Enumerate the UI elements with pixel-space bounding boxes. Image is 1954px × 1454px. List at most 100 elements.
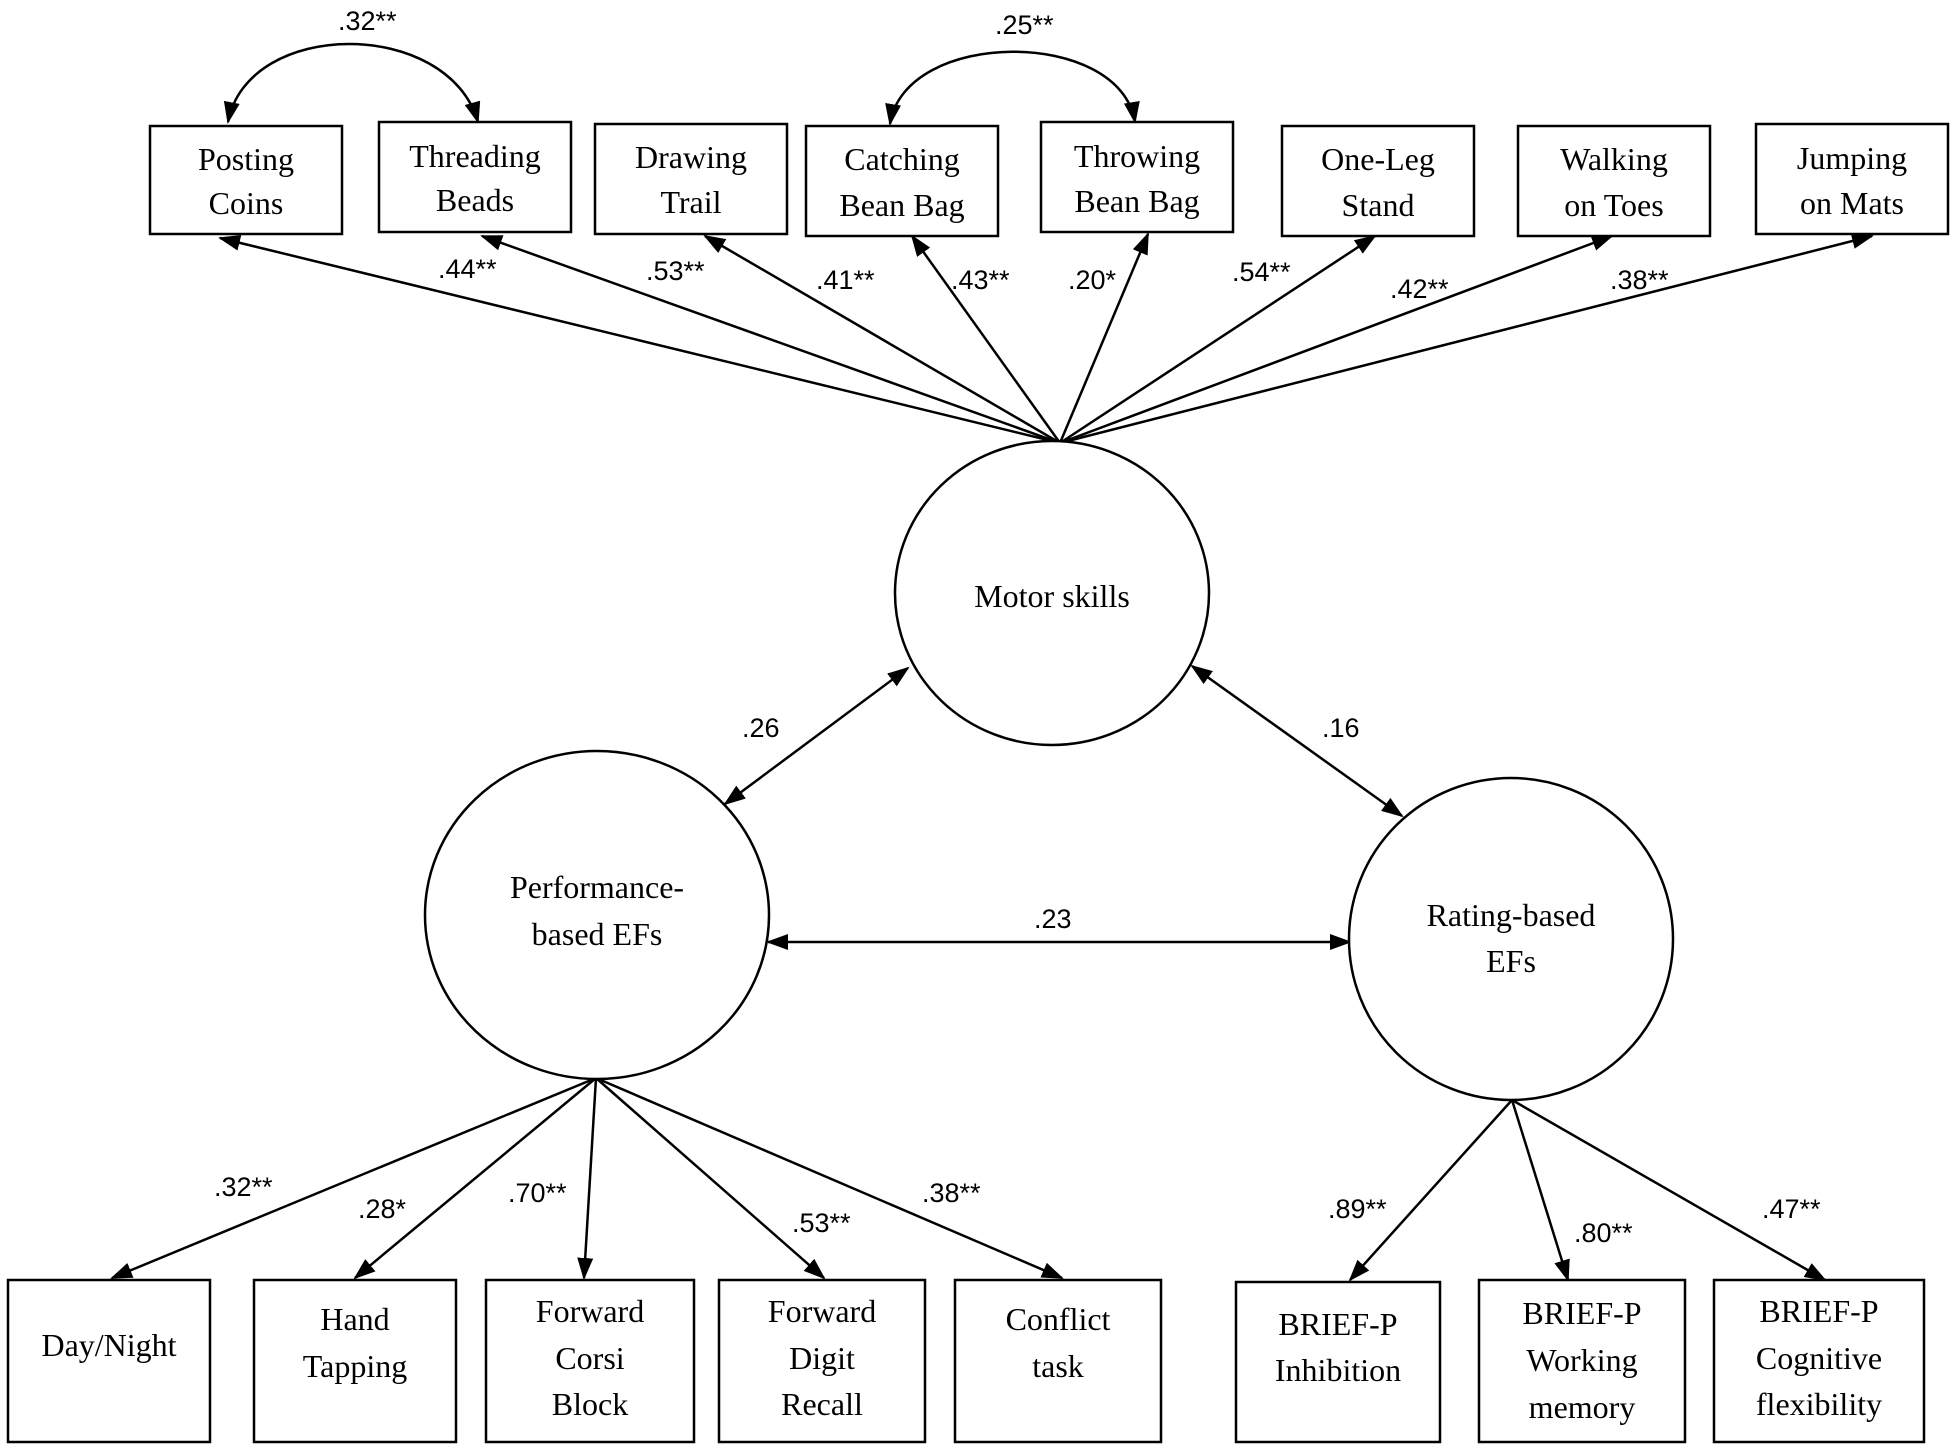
latent-label-line: EFs [1486,943,1536,979]
covariance-label-posting-threading: .32** [338,6,397,36]
loading-arrow-forward-digit-recall [595,1077,826,1280]
indicator-label-line: Beads [436,182,514,218]
loading-arrow-throwing-bean-bag [1058,232,1150,444]
loading-arrow-posting-coins [218,234,1061,445]
indicator-label-line: Digit [789,1340,855,1376]
loading-arrow-forward-corsi-block [577,1077,598,1280]
correlation-label-motor-rating: .16 [1322,713,1360,743]
indicator-label-line: Trail [660,184,721,220]
indicator-label-line: Drawing [635,139,747,175]
indicator-label-line: Cognitive [1756,1340,1882,1376]
indicator-label-line: Corsi [555,1340,624,1376]
loading-label-brief-working-memory: .80** [1574,1218,1633,1248]
indicator-label-line: on Toes [1564,187,1663,223]
indicator-label-line: Threading [409,138,541,174]
loading-arrow-jumping-on-mats [1059,233,1874,445]
correlation-label-motor-perf: .26 [742,713,780,743]
loading-arrow-brief-cognitive-flexibility [1511,1098,1827,1282]
loading-label-forward-digit-recall: .53** [792,1208,851,1238]
indicator-label-line: Recall [781,1386,863,1422]
covariance-arc-posting-threading [223,42,481,124]
loading-label-jumping-on-mats: .38** [1610,265,1669,295]
indicator-day-night: Day/Night [6,1278,212,1444]
indicator-label-line: Inhibition [1275,1352,1401,1388]
indicator-label-line: flexibility [1756,1386,1882,1422]
indicator-brief-p-inhibition: BRIEF-P Inhibition [1234,1280,1442,1444]
indicator-label-line: Conflict [1006,1301,1111,1337]
latent-label-line: Motor skills [974,578,1130,614]
svg-text:Motor skills: Motor skills [974,578,1130,614]
loading-label-forward-corsi-block: .70** [508,1178,567,1208]
loading-arrow-one-leg-stand [1059,234,1377,445]
correlation-label-perf-rating: .23 [1034,904,1072,934]
loading-label-brief-inhibition: .89** [1328,1194,1387,1224]
loading-arrow-conflict-task [595,1076,1064,1280]
correlation-arrow-motor-rating [1190,664,1404,818]
indicator-label-line: Jumping [1797,140,1907,176]
loading-label-throwing-bean-bag: .20* [1068,265,1117,295]
latent-label-line: based EFs [532,916,663,952]
indicator-label-line: BRIEF-P [1278,1306,1397,1342]
latent-performance-based-efs: Performance-based EFs [423,749,771,1081]
indicator-label-line: Bean Bag [1074,183,1199,219]
loading-arrow-hand-tapping [353,1077,597,1280]
indicator-label-line: Coins [209,185,284,221]
indicator-label-line: Forward [536,1293,644,1329]
edges [110,42,1874,1282]
indicator-label-line: memory [1529,1389,1636,1425]
loading-label-threading-beads: .53** [646,256,705,286]
indicator-walking-on-toes: Walking on Toes [1516,124,1712,238]
loading-arrow-brief-inhibition [1348,1099,1513,1282]
loading-arrow-catching-bean-bag [910,234,1062,444]
loading-label-catching-bean-bag: .43** [951,265,1010,295]
loading-arrow-threading-beads [480,234,1061,445]
coefficient-labels: .32** .25** .44** .53** .41** .43** .20*… [214,6,1821,1248]
indicator-label-line: Block [552,1386,628,1422]
loading-label-conflict-task: .38** [922,1178,981,1208]
indicator-label-line: Throwing [1074,138,1200,174]
loading-label-drawing-trail: .41** [816,265,875,295]
indicator-label-line: Day/Night [41,1327,176,1363]
indicator-label-line: Tapping [303,1348,407,1384]
correlation-arrow-motor-perf [723,666,910,806]
loading-arrow-brief-working-memory [1510,1099,1570,1282]
covariance-label-catching-throwing: .25** [995,10,1054,40]
covariance-arc-catching-throwing [885,50,1140,126]
loading-arrow-walking-on-toes [1059,234,1614,445]
svg-text:Performance-based EFs: Performance-based EFs [510,869,684,952]
loading-label-one-leg-stand: .54** [1232,257,1291,287]
latent-motor-skills: Motor skills [893,439,1211,747]
indicator-label-line: BRIEF-P [1522,1295,1641,1331]
indicator-label-line: Forward [768,1293,876,1329]
indicator-label-line: Walking [1560,141,1668,177]
loading-label-hand-tapping: .28* [358,1194,407,1224]
